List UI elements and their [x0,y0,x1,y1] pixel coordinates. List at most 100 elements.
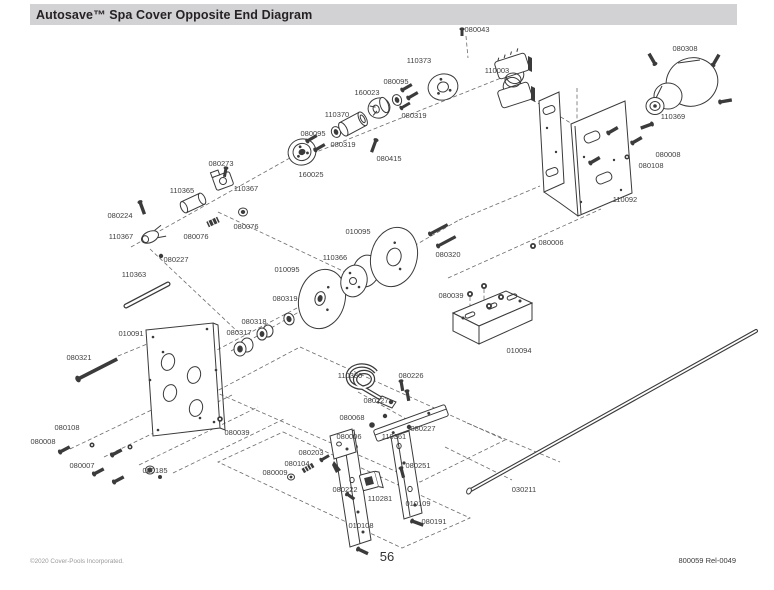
clevis-110367-left [141,224,167,244]
disc-010095-left [297,268,347,330]
screw-extra-right-2 [588,156,601,166]
part-label-010095: 010095 [345,227,370,236]
screws-080007 [91,467,125,485]
part-label-080321: 080321 [66,353,91,362]
part-label-080224: 080224 [107,211,132,220]
part-label-080006: 080006 [538,238,563,247]
page-number: 56 [379,549,395,564]
part-label-110003: 110003 [485,66,509,75]
nut-080227-link [158,253,164,259]
part-label-110367: 110367 [234,184,258,193]
screw-080319-upper [399,101,411,111]
pin-080076-left [206,216,220,228]
part-label-080415: 080415 [376,154,401,163]
part-label-080009: 080009 [262,468,287,477]
ring-080319-lower [330,126,342,138]
motor-080308 [640,52,733,130]
ring-080317 [233,337,254,357]
tube-030211 [466,329,758,495]
screw-080008-left [57,445,71,455]
wheel-160025 [287,138,317,166]
part-label-080108: 080108 [638,161,663,170]
part-label-080006: 080006 [336,432,361,441]
part-label-080319: 080319 [272,294,297,303]
part-label-110367: 110367 [109,232,133,241]
part-label-110369: 110369 [661,112,685,121]
part-label-010108: 010108 [348,521,373,530]
screw-010108-bottom [356,546,369,556]
screw-080095-pair-lower [305,134,326,153]
screws-080226 [398,379,411,402]
screw-extra-right-1 [606,126,619,136]
part-label-010091: 010091 [118,329,143,338]
part-label-110366: 110366 [323,253,347,262]
nut-080108-right [624,154,630,160]
nut-080039-lower [217,416,223,422]
hub-110366 [340,254,380,298]
title-bar: Autosave™ Spa Cover Opposite End Diagram [30,4,737,25]
part-label-110092: 110092 [613,195,637,204]
screw-080095-pair-upper [400,83,419,101]
clamp-110003 [494,48,535,109]
part-labels: 0800431103731100030800951600230803191103… [30,25,697,530]
strap-110386 [345,363,397,409]
ring-080076-right [238,207,248,217]
part-label-080095: 080095 [383,77,408,86]
disc-110373 [427,73,459,101]
part-label-080320: 080320 [435,250,460,259]
part-label-110386: 110386 [338,371,362,380]
screw-080008-right [630,136,643,146]
part-label-080319: 080319 [401,111,426,120]
part-label-080222: 080222 [332,485,357,494]
part-label-160025: 160025 [298,170,323,179]
part-label-110361: 110361 [382,432,406,441]
screw-080191 [410,518,424,527]
part-label-080076: 080076 [233,222,258,231]
part-label-030211: 030211 [512,485,536,494]
part-label-080039: 080039 [224,428,249,437]
part-label-110373: 110373 [407,56,431,65]
plate-010091 [145,322,226,437]
nut-080108-left [89,442,95,448]
part-label-080008: 080008 [30,437,55,446]
part-label-010094: 010094 [506,346,531,355]
part-label-080319: 080319 [330,140,355,149]
part-label-080273: 080273 [208,159,233,168]
part-label-080317: 080317 [226,328,251,337]
part-label-110281: 110281 [368,494,392,503]
screw-080251 [398,466,406,479]
screw-080273 [222,166,229,178]
part-label-110365: 110365 [170,186,194,195]
screw-080224 [137,200,147,215]
ring-080319-disc [283,312,295,326]
part-label-080108: 080108 [54,423,79,432]
nuts-080039-upper [467,283,504,309]
fasteners-080203-080104-080009 [287,454,341,481]
part-label-080227: 080227 [410,424,435,433]
copyright-text: ©2020 Cover-Pools Incorporated. [30,558,124,565]
part-label-080104: 080104 [284,459,309,468]
part-label-080008: 080008 [655,150,680,159]
cylinder-110365 [179,192,207,214]
part-label-080043: 080043 [464,25,489,34]
part-label-010095: 010095 [274,265,299,274]
screw-080222 [345,491,356,501]
part-label-080203: 080203 [298,448,323,457]
part-label-080251: 080251 [405,461,430,470]
nut-080006-upper [530,243,536,249]
bracket-010108 [329,428,372,548]
part-label-080068: 080068 [339,413,364,422]
screw-080415 [370,138,379,153]
bolt-080321 [75,357,119,383]
cylinder-110370 [338,111,368,137]
screw-unlabeled-1 [109,448,123,458]
channel-010094 [451,290,534,345]
part-label-080227: 080227 [163,255,188,264]
part-label-080007: 080007 [69,461,94,470]
screws-080320 [427,223,457,249]
rod-110363 [123,281,171,309]
part-label-080095: 080095 [300,129,325,138]
coupling-160023 [367,96,391,119]
